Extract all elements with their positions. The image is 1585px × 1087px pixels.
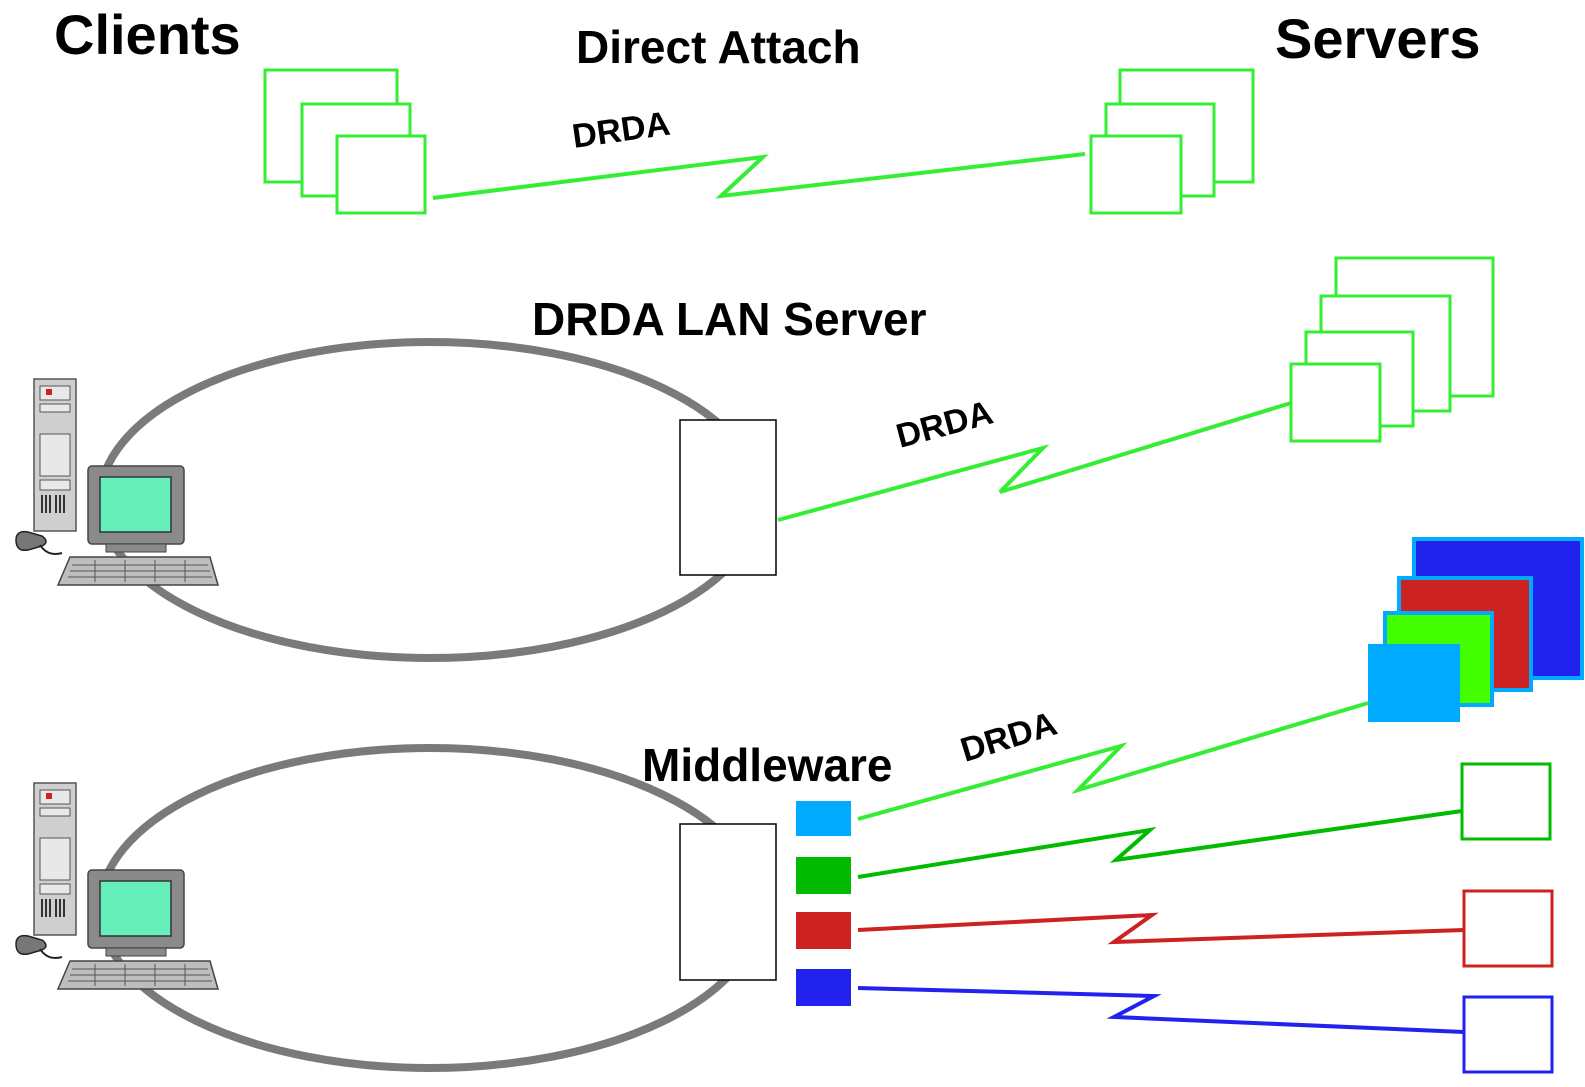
lan-remote-server-stack (1289, 256, 1495, 443)
servers-heading: Servers (1275, 7, 1481, 70)
green-server (1460, 762, 1552, 841)
lan-server-heading: DRDA LAN Server (532, 293, 927, 345)
direct-attach-client-stack (263, 68, 427, 215)
middleware-blue-link (857, 986, 1465, 1034)
client-workstation-icon (15, 782, 219, 990)
tower-icon (33, 378, 77, 532)
direct-attach-drda-label: DRDA (570, 105, 673, 156)
client-workstation-icon (15, 378, 219, 586)
monitor-icon (87, 869, 185, 957)
middleware-heading: Middleware (642, 739, 893, 791)
phone-icon (15, 934, 63, 959)
phone-icon (15, 530, 63, 555)
middleware-server-box (679, 823, 777, 981)
blue-server (1462, 995, 1554, 1074)
middleware-red-link (857, 912, 1465, 945)
monitor-icon (87, 465, 185, 553)
middleware-port-red (796, 912, 851, 949)
lan-drda-link (777, 401, 1292, 522)
direct-attach-drda-link (432, 152, 1086, 200)
middleware-port-green (796, 857, 851, 894)
middleware-port-cyan (796, 801, 851, 836)
middleware-ring (96, 744, 764, 1072)
direct-attach-heading: Direct Attach (576, 21, 861, 73)
lan-server-box (679, 419, 777, 576)
tower-icon (33, 782, 77, 936)
direct-attach-server-stack (1089, 68, 1255, 215)
keyboard-icon (56, 556, 219, 586)
red-server (1462, 889, 1554, 968)
middleware-port-blue (796, 969, 851, 1006)
middleware-cyan-drda-link (857, 701, 1369, 821)
heterogeneous-server-stack (1368, 537, 1584, 722)
middleware-drda-label: DRDA (956, 705, 1061, 770)
clients-heading: Clients (54, 3, 241, 66)
middleware-green-link (857, 809, 1463, 879)
lan-ring (96, 338, 764, 662)
keyboard-icon (56, 960, 219, 990)
lan-drda-label: DRDA (892, 394, 997, 456)
